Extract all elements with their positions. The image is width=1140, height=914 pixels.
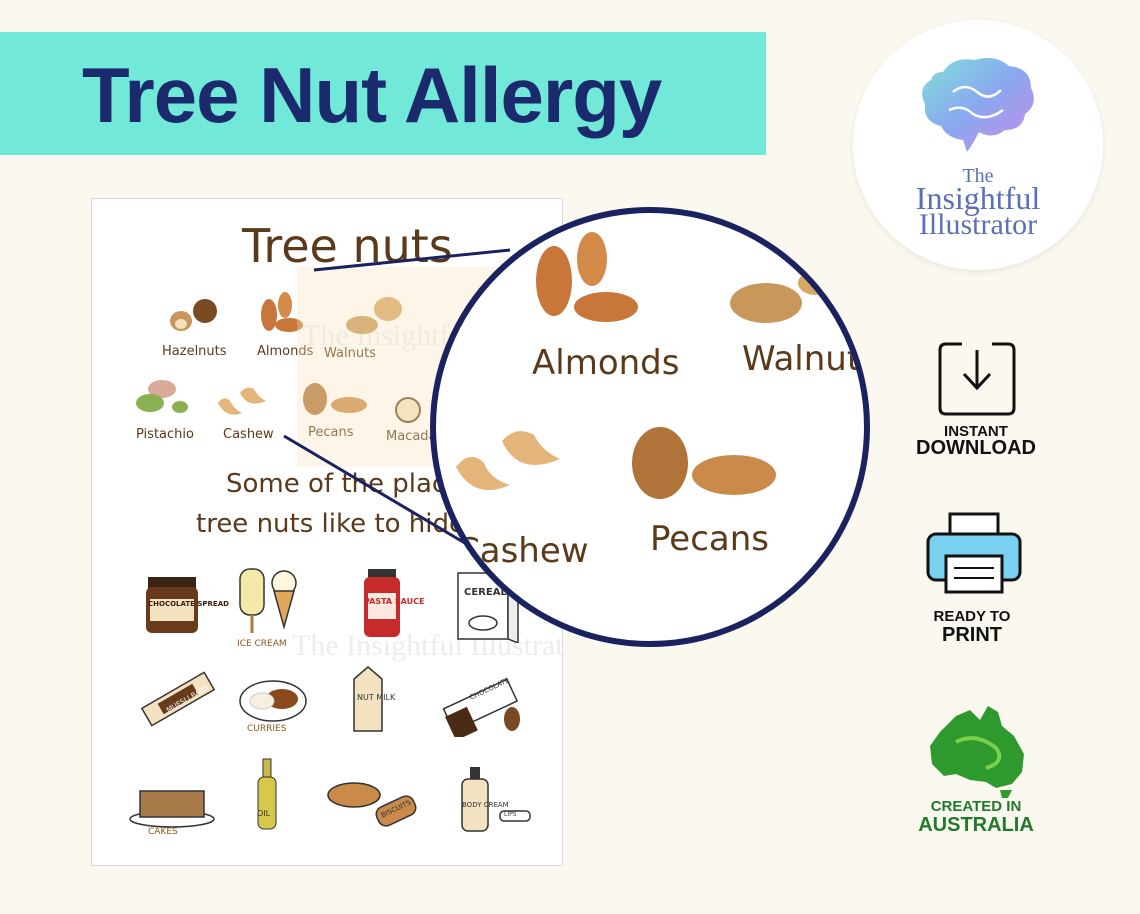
nut-label-hazelnuts: Hazelnuts [162, 344, 227, 359]
cake-icon [129, 790, 215, 828]
almonds-zoom-icon [536, 232, 638, 322]
pistachio-icon [136, 380, 188, 413]
zoom-label-pecans: Pecans [650, 519, 769, 559]
pecan-icon [303, 383, 367, 415]
australia-map-icon [930, 706, 1024, 798]
nut-label-walnuts: Walnuts [324, 346, 376, 361]
nut-label-macadamia: Macada [386, 429, 437, 444]
pecans-zoom-icon [632, 427, 776, 499]
nut-label-cashew: Cashew [223, 427, 274, 442]
created-in-label: CREATED IN [930, 798, 1022, 815]
almond-icon [261, 292, 303, 332]
chocolate-spread-jar-icon [146, 577, 198, 633]
brand-logo: The Insightful Illustrator [853, 20, 1103, 270]
food-label-cakes: CAKES [148, 827, 178, 837]
nut-label-pecans: Pecans [308, 425, 354, 440]
printer-icon [926, 512, 1022, 594]
food-label-pasta-sauce: PASTA SAUCE [364, 597, 425, 606]
oil-bottle-icon [257, 758, 277, 830]
logo-text-illustrator: Illustrator [918, 208, 1038, 241]
ready-to-label: READY TO [933, 608, 1011, 625]
muesli-bar-icon [140, 671, 216, 727]
print-label: PRINT [942, 624, 1002, 646]
pasta-sauce-jar-icon [364, 569, 400, 637]
walnuts-zoom-icon [730, 271, 834, 323]
food-label-cereal: CEREAL [464, 587, 507, 598]
macadamia-icon [395, 397, 421, 423]
ice-cream-icon [239, 568, 297, 633]
chocolate-bar-icon [442, 678, 520, 737]
logo-text-insightful: Insightful [915, 180, 1041, 216]
download-label: DOWNLOAD [916, 437, 1036, 459]
poster-subtitle-line1: Some of the place [226, 469, 463, 499]
food-label-body-cream: BODY CREAM [462, 801, 509, 809]
nut-milk-carton-icon [353, 666, 383, 732]
download-icon [938, 342, 1016, 416]
food-label-nut-milk: NUT MILK [357, 693, 396, 702]
logo-text-the: The [962, 165, 994, 187]
title-banner: Tree Nut Allergy [0, 32, 766, 155]
zoom-magnifier: Almonds Walnuts Cashew Pecans [430, 207, 870, 647]
cereal-box-icon [457, 571, 519, 643]
nut-label-almonds: Almonds [257, 344, 314, 359]
poster-subtitle-line2: tree nuts like to hide [196, 509, 465, 539]
zoom-label-walnuts: Walnuts [742, 339, 870, 379]
body-cream-bottle-icon [461, 767, 489, 832]
brain-icon [922, 58, 1034, 152]
biscuits-icon [327, 782, 417, 827]
food-label-oil: OIL [257, 809, 271, 818]
curry-plate-icon [239, 680, 307, 722]
food-label-curries: CURRIES [247, 724, 287, 734]
food-label-lips: LIPS [504, 811, 517, 818]
food-label-ice-cream: ICE CREAM [237, 639, 287, 649]
cashew-zoom-icon [456, 431, 560, 491]
nut-label-pistachio: Pistachio [136, 427, 194, 442]
zoom-label-cashew: Cashew [456, 531, 589, 571]
food-label-chocolate-spread: CHOCOLATE SPREAD [148, 600, 229, 608]
cashew-icon [218, 387, 266, 415]
poster-title: Tree nuts [242, 219, 453, 273]
lip-balm-icon [499, 810, 531, 822]
zoom-label-almonds: Almonds [532, 343, 680, 383]
page-title: Tree Nut Allergy [82, 51, 662, 139]
walnut-icon [346, 297, 402, 334]
australia-label: AUSTRALIA [918, 814, 1034, 836]
instant-label: INSTANT [944, 423, 1008, 440]
hazelnut-icon [170, 299, 217, 331]
